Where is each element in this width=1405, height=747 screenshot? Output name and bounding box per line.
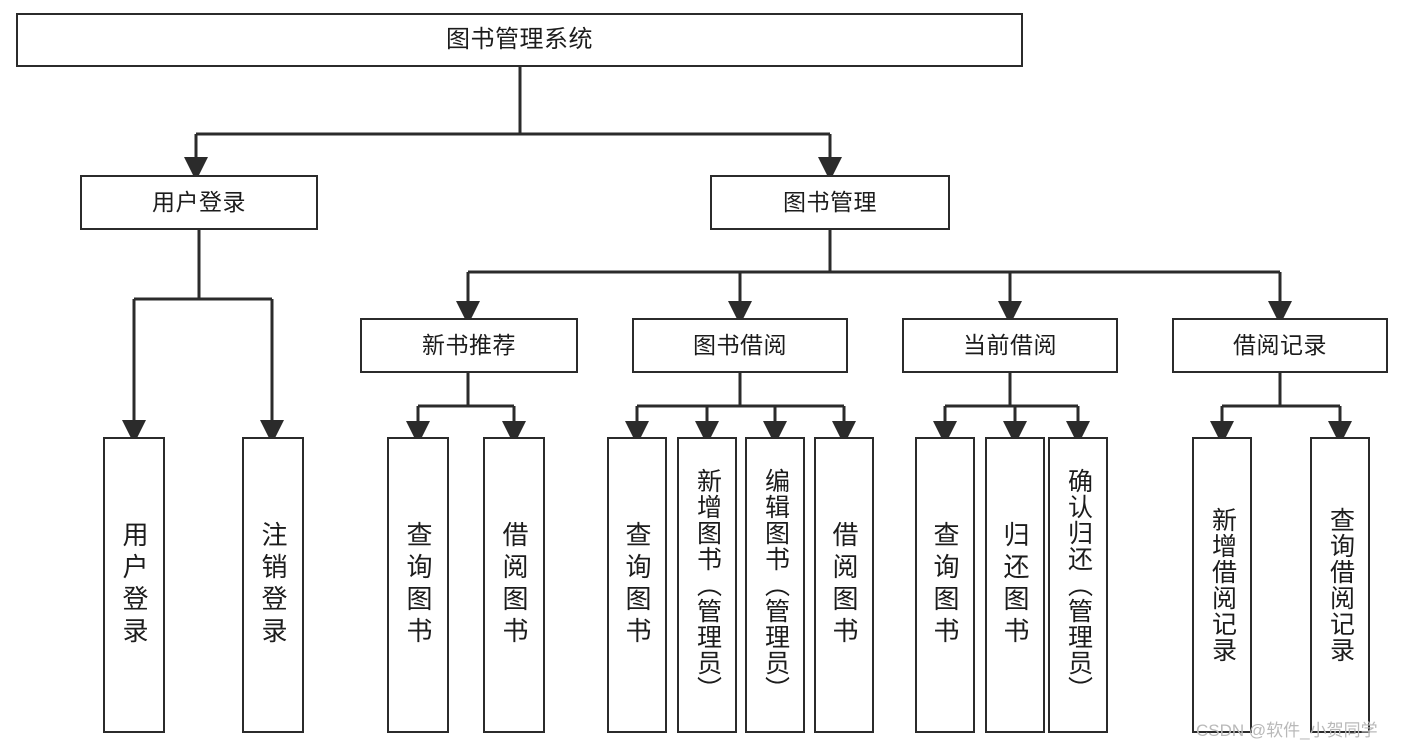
- node-current-borrow-label: 当前借阅: [963, 332, 1057, 358]
- node-leaf-confirm-return-admin[interactable]: 确认归还（管理员）: [1048, 437, 1108, 733]
- node-leaf-borrow-book-recommend[interactable]: 借阅图书: [483, 437, 545, 733]
- node-leaf-query-book-current-label: 查询图书: [930, 521, 960, 649]
- node-leaf-add-book-admin-label: 新增图书（管理员）: [693, 468, 722, 702]
- connector-lines: [122, 67, 1352, 445]
- node-book-borrow[interactable]: 图书借阅: [632, 318, 848, 373]
- node-leaf-user-login-label: 用户登录: [119, 521, 149, 649]
- node-leaf-return-book[interactable]: 归还图书: [985, 437, 1045, 733]
- node-root-label: 图书管理系统: [446, 26, 593, 53]
- node-leaf-add-book-admin[interactable]: 新增图书（管理员）: [677, 437, 737, 733]
- node-user-login-label: 用户登录: [152, 189, 246, 215]
- node-leaf-query-borrow-record-label: 查询借阅记录: [1326, 507, 1355, 663]
- node-leaf-query-book-recommend-label: 查询图书: [403, 521, 433, 649]
- node-leaf-edit-book-admin-label: 编辑图书（管理员）: [761, 468, 790, 702]
- node-leaf-query-book-recommend[interactable]: 查询图书: [387, 437, 449, 733]
- csdn-watermark: CSDN @软件_小贺同学: [1196, 721, 1378, 740]
- node-leaf-query-book-current[interactable]: 查询图书: [915, 437, 975, 733]
- node-leaf-confirm-return-admin-label: 确认归还（管理员）: [1064, 468, 1093, 702]
- node-leaf-borrow-book-label: 借阅图书: [829, 521, 859, 649]
- node-leaf-borrow-book[interactable]: 借阅图书: [814, 437, 874, 733]
- node-borrow-record-label: 借阅记录: [1233, 332, 1327, 358]
- node-current-borrow[interactable]: 当前借阅: [902, 318, 1118, 373]
- node-book-management-label: 图书管理: [783, 189, 877, 215]
- node-leaf-query-borrow-record[interactable]: 查询借阅记录: [1310, 437, 1370, 733]
- node-new-book-recommend-label: 新书推荐: [422, 332, 516, 358]
- node-book-borrow-label: 图书借阅: [693, 332, 787, 358]
- node-book-management[interactable]: 图书管理: [710, 175, 950, 230]
- node-root[interactable]: 图书管理系统: [16, 13, 1023, 67]
- node-leaf-add-borrow-record[interactable]: 新增借阅记录: [1192, 437, 1252, 733]
- node-new-book-recommend[interactable]: 新书推荐: [360, 318, 578, 373]
- node-leaf-query-book-borrow[interactable]: 查询图书: [607, 437, 667, 733]
- node-leaf-user-logout[interactable]: 注销登录: [242, 437, 304, 733]
- node-user-login[interactable]: 用户登录: [80, 175, 318, 230]
- node-leaf-add-borrow-record-label: 新增借阅记录: [1208, 507, 1237, 663]
- node-leaf-query-book-borrow-label: 查询图书: [622, 521, 652, 649]
- node-leaf-user-login[interactable]: 用户登录: [103, 437, 165, 733]
- node-leaf-edit-book-admin[interactable]: 编辑图书（管理员）: [745, 437, 805, 733]
- node-leaf-borrow-book-recommend-label: 借阅图书: [499, 521, 529, 649]
- node-borrow-record[interactable]: 借阅记录: [1172, 318, 1388, 373]
- node-leaf-user-logout-label: 注销登录: [258, 521, 288, 649]
- node-leaf-return-book-label: 归还图书: [1000, 521, 1030, 649]
